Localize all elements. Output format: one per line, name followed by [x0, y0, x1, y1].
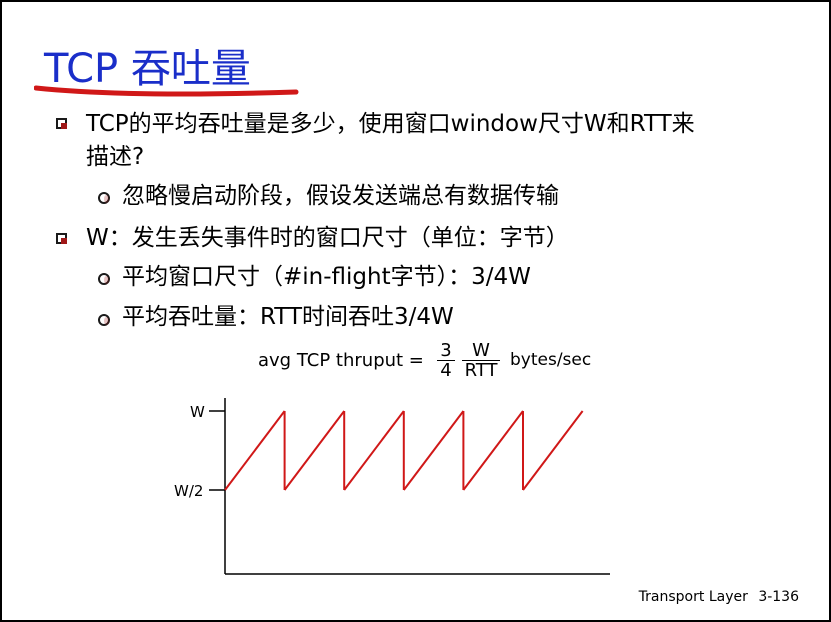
formula-prefix: avg TCP thruput =	[258, 350, 424, 371]
fraction-denominator: RTT	[464, 360, 498, 381]
sub-bullet-text: 忽略慢启动阶段，假设发送端总有数据传输	[122, 183, 559, 209]
fraction-numerator: W	[462, 341, 500, 361]
swoosh-stroke	[34, 85, 299, 97]
title-underline-swoosh	[34, 85, 299, 97]
bullet-text: 描述?	[86, 144, 145, 170]
sub-bullet-text: 平均窗口尺寸（#in-flight字节）：3/4W	[122, 264, 531, 290]
slide-title: TCP 吞吐量	[44, 46, 251, 92]
formula-suffix: bytes/sec	[510, 350, 592, 370]
footer-label: Transport Layer	[638, 589, 748, 605]
slide-footer: Transport Layer 3-136	[639, 589, 799, 605]
bullet-square-icon	[56, 233, 67, 244]
bullet-square-icon	[56, 118, 67, 129]
fraction-w-rtt: W RTT	[462, 341, 500, 380]
footer-page-number: 3-136	[758, 589, 799, 605]
sub-bullet-text: 平均吞吐量：RTT时间吞吐3/4W	[122, 304, 454, 330]
fraction-numerator: 3	[437, 341, 455, 361]
fraction-denominator: 4	[440, 360, 452, 381]
bullet-text: TCP的平均吞吐量是多少，使用窗口window尺寸W和RTT来	[86, 111, 695, 137]
sub-bullet-circle-icon	[98, 192, 110, 204]
sub-bullet-circle-icon	[98, 314, 110, 326]
fraction-3-4: 3 4	[437, 341, 455, 380]
bullet-text: W：发生丢失事件时的窗口尺寸（单位：字节）	[86, 225, 569, 251]
sub-bullet-circle-icon	[98, 273, 110, 285]
